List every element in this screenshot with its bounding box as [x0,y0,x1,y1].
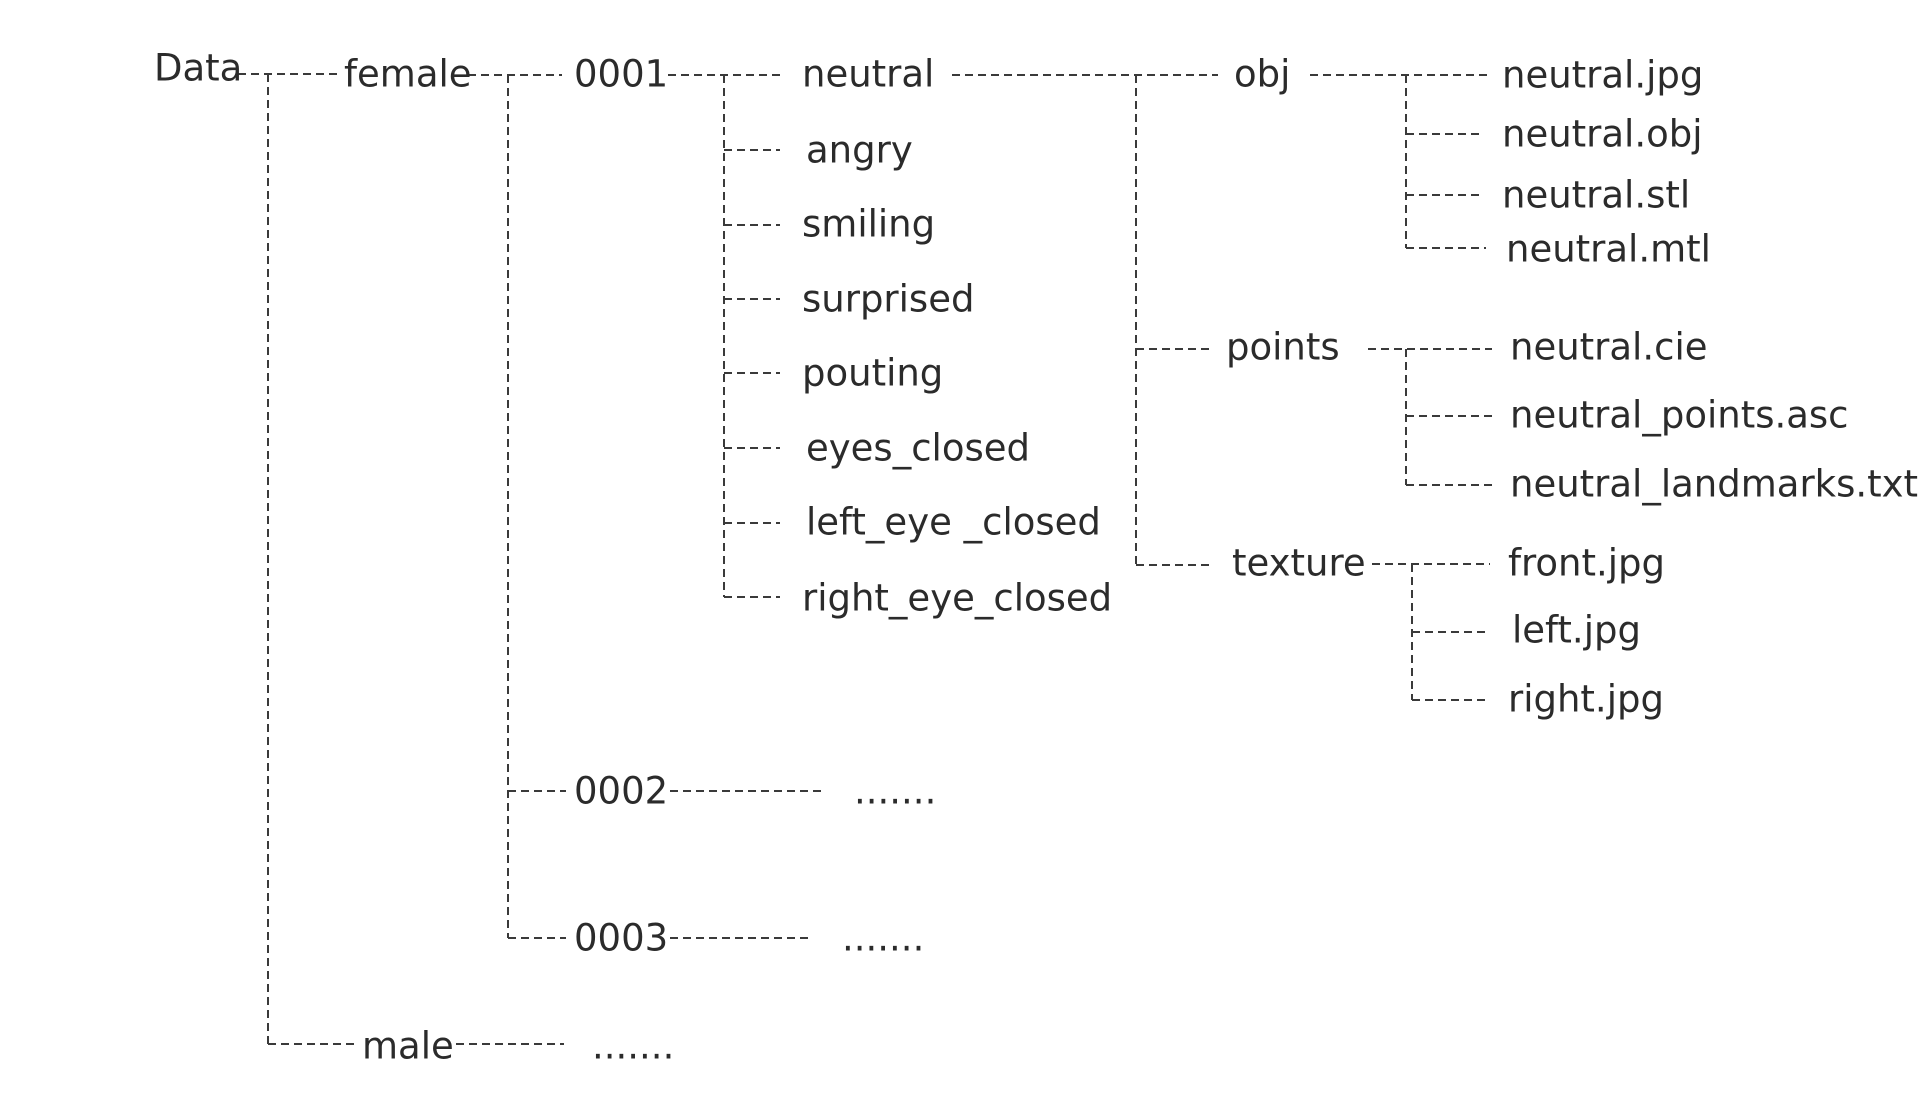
connector-lines [238,73,1494,1045]
node-expression-neutral: neutral [802,53,934,96]
node-expression-smiling: smiling [802,203,935,246]
node-file-points-neutral-cie: neutral.cie [1510,326,1707,369]
node-file-points-neutral-landmarks-txt: neutral_landmarks.txt [1510,463,1918,506]
node-labels: Data female male ....... 0001 0002 0003 … [154,47,1918,1068]
node-male: male [362,1025,454,1068]
node-expression-eyes-closed: eyes_closed [806,427,1030,470]
node-expression-left-eye-closed: left_eye _closed [806,501,1101,544]
node-subject-0002: 0002 [574,770,668,813]
node-folder-points: points [1226,326,1340,369]
node-expression-angry: angry [806,129,913,172]
node-folder-obj: obj [1234,53,1290,96]
node-file-texture-front-jpg: front.jpg [1508,542,1665,585]
node-folder-texture: texture [1232,542,1366,585]
node-male-more: ....... [592,1025,674,1068]
node-file-texture-left-jpg: left.jpg [1512,609,1641,652]
node-expression-pouting: pouting [802,352,943,395]
node-expression-right-eye-closed: right_eye_closed [802,577,1112,620]
node-subject-0003: 0003 [574,917,668,960]
node-expression-surprised: surprised [802,278,974,321]
node-file-points-neutral-points-asc: neutral_points.asc [1510,394,1849,437]
node-subject-0001: 0001 [574,53,668,96]
node-data-root: Data [154,47,242,90]
node-subject-0003-more: ....... [842,917,924,960]
node-file-obj-neutral-stl: neutral.stl [1502,174,1690,217]
node-female: female [344,53,472,96]
node-subject-0002-more: ....... [854,770,936,813]
node-file-obj-neutral-mtl: neutral.mtl [1506,228,1711,271]
node-file-obj-neutral-obj: neutral.obj [1502,113,1703,156]
node-file-texture-right-jpg: right.jpg [1508,678,1664,721]
node-file-obj-neutral-jpg: neutral.jpg [1502,54,1703,97]
